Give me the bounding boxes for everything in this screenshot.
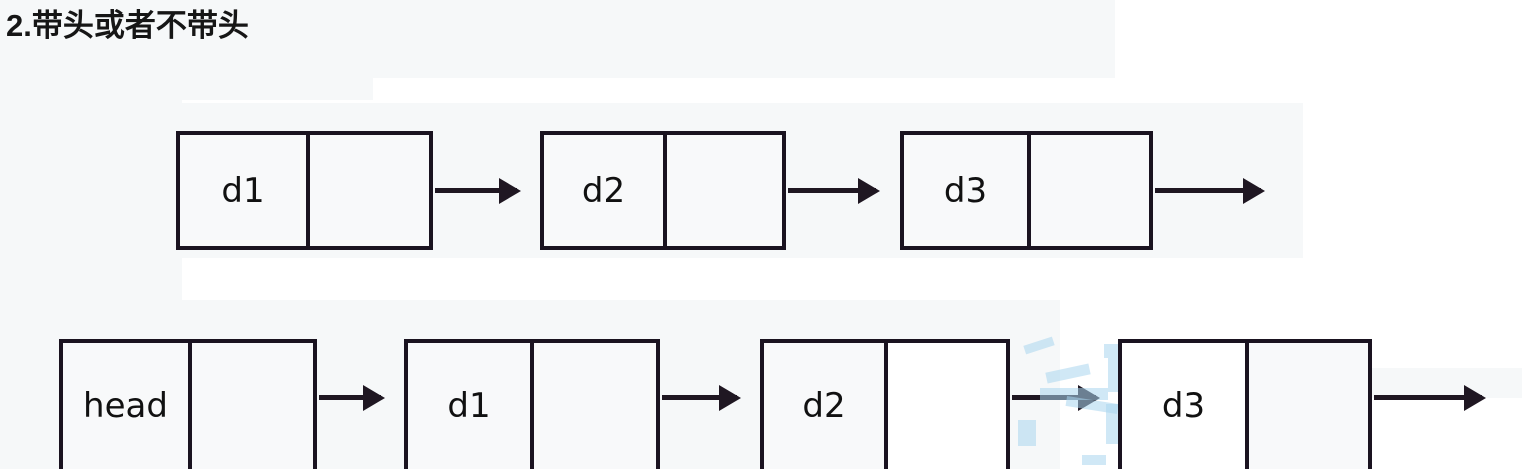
node-pointer-cell — [1031, 135, 1149, 246]
scan-artifact — [1023, 336, 1055, 355]
list-node[interactable]: d2 — [540, 131, 786, 250]
link-arrow — [788, 188, 876, 193]
list-node[interactable]: d1 — [404, 339, 660, 469]
tail-arrow — [1155, 188, 1261, 193]
scan-artifact — [1082, 455, 1106, 465]
node-data-cell: d3 — [904, 135, 1031, 246]
scan-artifact — [1045, 363, 1091, 384]
link-arrow — [319, 395, 381, 400]
list-node[interactable]: d3 — [900, 131, 1153, 250]
node-data-cell: d2 — [764, 343, 888, 469]
node-data-cell: d1 — [180, 135, 310, 246]
list-node[interactable]: d2 — [760, 339, 1010, 469]
link-arrow — [1012, 395, 1096, 400]
background-tint-upper — [373, 0, 1115, 78]
node-pointer-cell — [1249, 343, 1368, 469]
node-data-cell: head — [63, 343, 192, 469]
list-node-head[interactable]: head — [59, 339, 317, 469]
background-tint-row2-right — [1370, 368, 1522, 398]
node-pointer-cell — [192, 343, 313, 469]
node-pointer-cell — [310, 135, 429, 246]
node-pointer-cell — [534, 343, 656, 469]
node-data-cell: d3 — [1122, 343, 1249, 469]
node-pointer-cell — [888, 343, 1006, 469]
link-arrow — [662, 395, 737, 400]
link-arrow — [435, 188, 517, 193]
node-data-cell: d2 — [544, 135, 667, 246]
scan-artifact — [1018, 420, 1036, 446]
node-data-cell: d1 — [408, 343, 534, 469]
list-node[interactable]: d3 — [1118, 339, 1372, 469]
page-title: 2.带头或者不带头 — [6, 8, 249, 43]
list-node[interactable]: d1 — [176, 131, 433, 250]
node-pointer-cell — [667, 135, 782, 246]
tail-arrow — [1374, 395, 1482, 400]
